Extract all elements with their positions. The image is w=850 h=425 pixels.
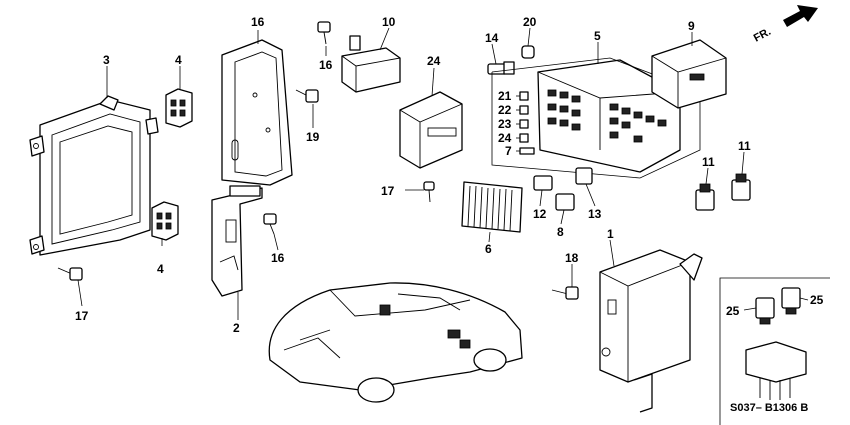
part-6-label-sheet	[461, 181, 523, 233]
part-15-bracket	[221, 39, 293, 186]
part-11-connector-left	[695, 183, 715, 211]
diagram-code: S037– B1306 B	[730, 402, 808, 414]
part-2-bracket	[211, 185, 263, 297]
callout-8: 8	[557, 225, 564, 239]
callout-2: 2	[233, 321, 240, 335]
callout-20: 21	[498, 89, 512, 103]
inset-frame	[719, 277, 830, 425]
part-19-nut	[521, 45, 535, 59]
part-18-bolt	[295, 89, 319, 103]
part-25-relay-left	[755, 297, 775, 325]
callout-12: 12	[533, 207, 547, 221]
part-14-fuse	[487, 61, 515, 75]
part-16-screw-mid	[263, 213, 277, 235]
part-11-connector-right	[731, 173, 751, 201]
callout-3: 3	[103, 53, 110, 67]
callout-5: 5	[594, 29, 601, 43]
part-17-bolt-left	[57, 267, 83, 281]
part-12-relay	[533, 175, 553, 191]
callout-10: 10	[382, 15, 396, 29]
front-direction-indicator: FR.	[752, 5, 818, 45]
callout-11-left: 11	[702, 155, 715, 169]
front-arrow-icon	[783, 5, 818, 27]
callout-13: 13	[588, 207, 602, 221]
fuse-box-group-frame	[491, 57, 701, 179]
callout-16-lower: 17	[381, 184, 395, 198]
callout-11-right: 11	[738, 139, 751, 153]
part-16-screw-lower	[423, 181, 435, 203]
callout-23: 24	[498, 131, 512, 145]
vehicle-outline	[268, 282, 523, 403]
part-4-connector-lower	[151, 201, 179, 241]
part-16-screw-top	[317, 21, 331, 45]
part-1-control-unit	[599, 249, 703, 413]
callout-16-mid: 16	[271, 251, 285, 265]
part-25-relay-right	[781, 287, 801, 315]
part-3-ecu	[29, 95, 159, 256]
part-13-relay	[575, 167, 593, 185]
callout-22: 23	[498, 117, 512, 131]
part-4-connector-upper	[165, 88, 193, 128]
callout-17-left: 17	[75, 309, 89, 323]
part-5-fuse-box	[537, 59, 681, 173]
callout-9: 9	[688, 19, 695, 33]
callout-15: 16	[251, 15, 265, 29]
callout-18: 19	[306, 130, 320, 144]
callout-4-upper: 4	[175, 53, 182, 67]
callout-labels: 3 4 4 16 2 16 16 17 19 10 24 6 14 20 5 9…	[75, 15, 824, 335]
callout-7: 7	[505, 144, 512, 158]
part-17-bolt-right	[551, 286, 579, 300]
part-10-relay	[341, 35, 401, 93]
callout-16-top: 16	[319, 58, 333, 72]
callout-17-right: 18	[565, 251, 579, 265]
front-direction-label: FR.	[752, 26, 773, 45]
callout-4-lower: 4	[157, 262, 164, 276]
part-9-module	[651, 39, 727, 109]
part-24-module	[399, 91, 463, 169]
callout-21: 22	[498, 103, 512, 117]
leader-lines	[77, 27, 809, 320]
callout-19: 20	[523, 15, 537, 29]
fuse-set	[519, 91, 535, 155]
callout-25-right: 25	[810, 293, 824, 307]
callout-6: 6	[485, 242, 492, 256]
callout-24: 24	[427, 54, 441, 68]
part-8-relay	[555, 193, 575, 211]
callout-1: 1	[607, 227, 614, 241]
inset-connector	[745, 341, 807, 400]
callout-14: 14	[485, 31, 499, 45]
callout-25-left: 25	[726, 304, 740, 318]
